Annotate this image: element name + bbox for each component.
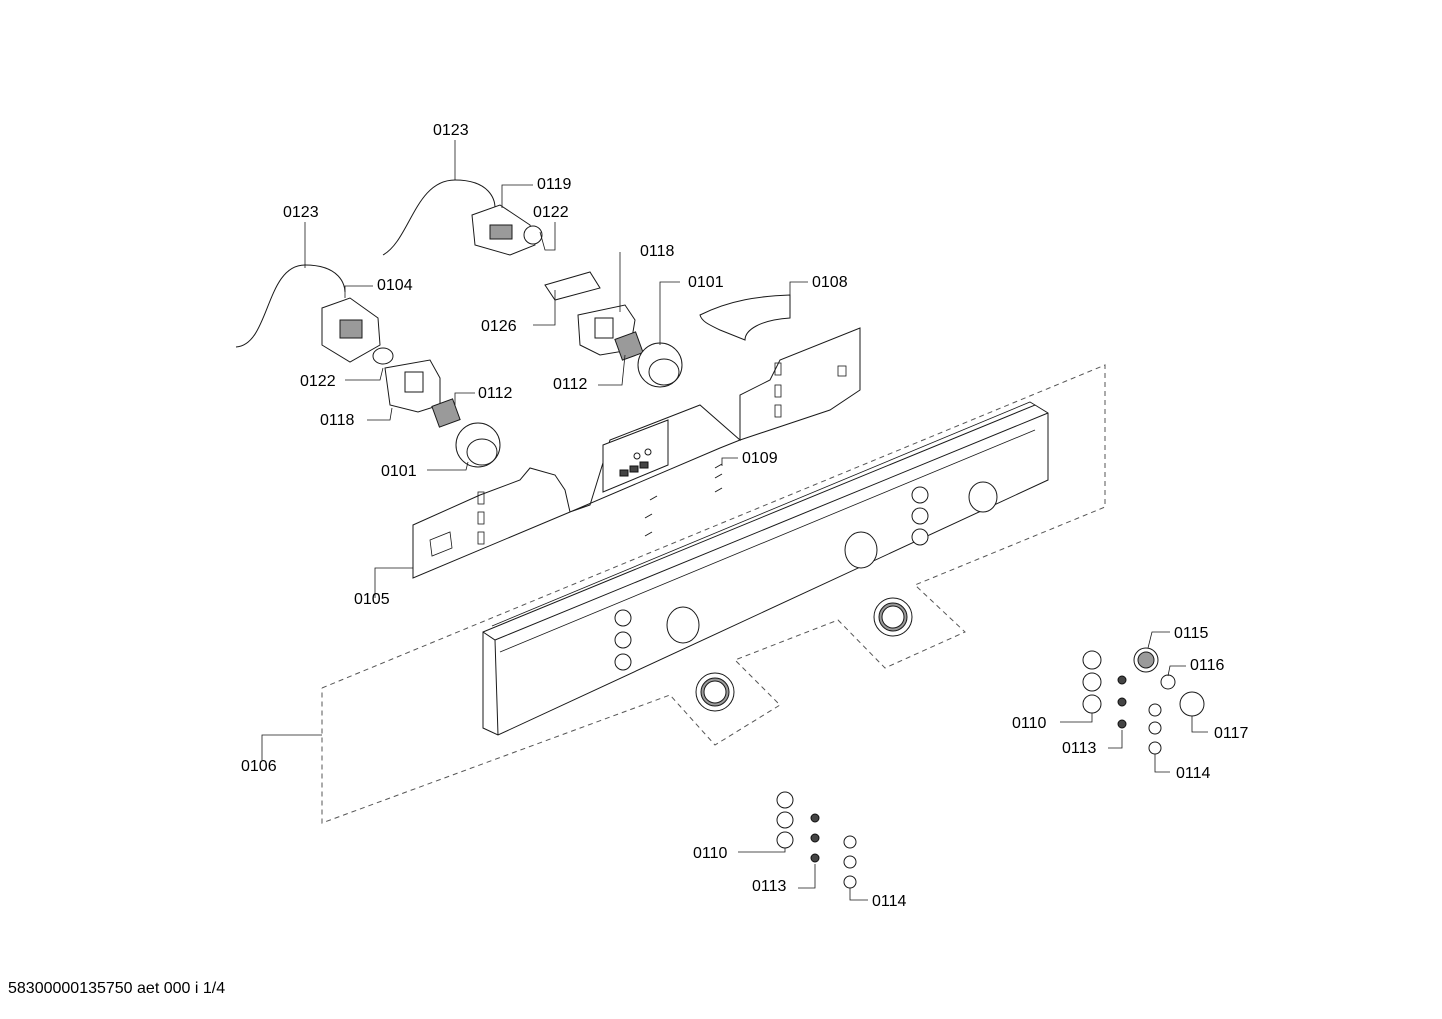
callout-0101-right: 0101 [688, 274, 724, 291]
callout-0119: 0119 [537, 176, 572, 193]
callout-0114-bottom: 0114 [872, 893, 907, 910]
circuit-board [412, 327, 861, 579]
callout-0112-left: 0112 [478, 385, 513, 402]
front-fascia [482, 401, 1049, 736]
callout-0114-right: 0114 [1176, 765, 1211, 782]
callout-0118-right: 0118 [640, 243, 675, 260]
callout-0117: 0117 [1214, 725, 1249, 742]
callout-0110-bottom: 0110 [693, 845, 728, 862]
callout-0112-right: 0112 [553, 376, 588, 393]
callout-0113-bottom: 0113 [752, 878, 787, 895]
callout-0101-left: 0101 [381, 463, 417, 480]
callout-0126: 0126 [481, 318, 517, 335]
ribbon-cable [699, 294, 791, 341]
callout-0115: 0115 [1174, 625, 1209, 642]
callout-0109: 0109 [742, 450, 778, 467]
callout-0118-left: 0118 [320, 412, 355, 429]
leader-lines [261, 140, 1208, 901]
callout-0113-right: 0113 [1062, 740, 1097, 757]
callout-0106: 0106 [241, 758, 277, 775]
callout-0122-right: 0122 [533, 204, 569, 221]
callout-0123-top: 0123 [433, 122, 469, 139]
document-id: 58300000135750 aet 000 i 1/4 [8, 980, 226, 997]
bottom-small-parts [776, 791, 857, 889]
panel-group-outline [321, 364, 1106, 824]
callout-0105: 0105 [354, 591, 390, 608]
callout-labels: 0123 0123 0119 0122 0118 0101 0108 0104 … [241, 122, 1249, 910]
left-switch-assembly [235, 264, 501, 468]
callout-0108: 0108 [812, 274, 848, 291]
right-small-parts [1082, 647, 1205, 755]
callout-0122-left: 0122 [300, 373, 336, 390]
right-switch-assembly [382, 179, 683, 388]
callout-0104: 0104 [377, 277, 413, 294]
callout-0123-left: 0123 [283, 204, 319, 221]
callout-0110-right: 0110 [1012, 715, 1047, 732]
callout-0116: 0116 [1190, 657, 1225, 674]
